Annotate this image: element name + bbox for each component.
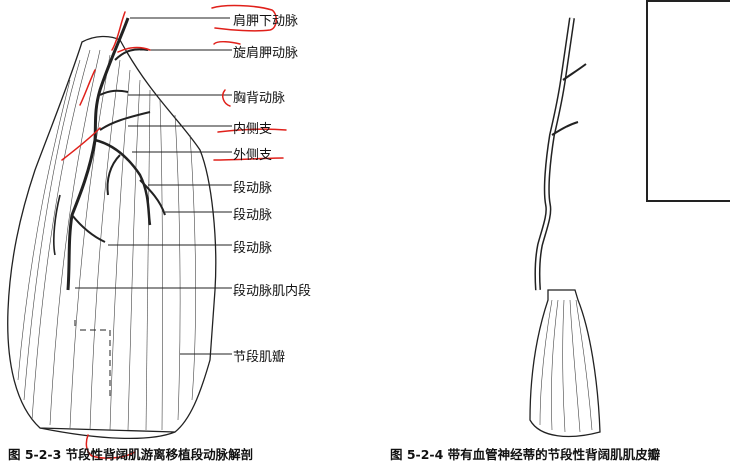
label-segmental-artery-2: 段动脉 [233, 208, 273, 223]
label-intramuscular-segment: 段动脉肌内段 [233, 284, 312, 299]
handwritten-annotations [61, 4, 287, 459]
caption-figure-5-2-3: 图 5-2-3 节段性背阔肌游离移植段动脉解剖 [8, 447, 254, 462]
label-lateral-branch: 外侧支 [233, 148, 273, 163]
latissimus-muscle-drawing [7, 17, 217, 440]
label-subscapular-artery: 肩胛下动脉 [233, 14, 299, 29]
caption-figure-5-2-4: 图 5-2-4 带有血管神经蒂的节段性背阔肌肌皮瓣 [390, 447, 661, 462]
label-thoracodorsal-artery: 胸背动脉 [233, 91, 286, 106]
label-segmental-muscle-flap: 节段肌瓣 [233, 350, 286, 365]
label-segmental-artery-3: 段动脉 [233, 241, 273, 256]
label-medial-branch: 内侧支 [233, 122, 273, 137]
pedicled-flap-drawing [529, 17, 601, 438]
partial-figure-frame [646, 0, 730, 202]
leader-lines [75, 17, 232, 355]
label-circumflex-scapular-artery: 旋肩胛动脉 [233, 46, 299, 61]
label-segmental-artery-1: 段动脉 [233, 181, 273, 196]
